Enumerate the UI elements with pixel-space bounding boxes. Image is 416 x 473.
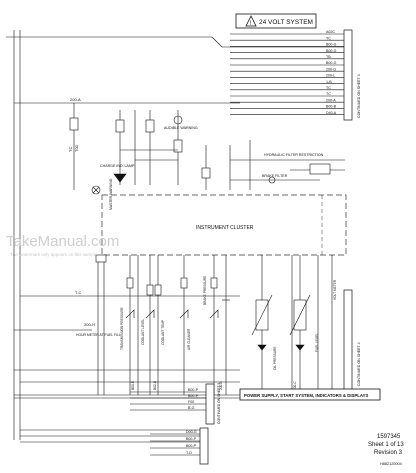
sensor-wire-label-c: 200-B bbox=[219, 381, 223, 390]
wire-label: B00-P bbox=[186, 437, 197, 441]
upper-components bbox=[69, 103, 345, 190]
wire-label-tc: TC bbox=[68, 147, 73, 152]
label-brake-filter: BRAKE FILTER bbox=[262, 174, 288, 178]
wire-label: D40-A bbox=[326, 111, 337, 115]
master-warning-lamp bbox=[91, 185, 101, 195]
continued-sheet-3-top: CONTINUED ON SHEET 3 bbox=[357, 74, 361, 118]
label-hour-meter: HOUR METER AT FUEL FILL bbox=[76, 333, 121, 337]
label-oil-pressure: OIL PRESSURE bbox=[273, 347, 277, 370]
continued-sheet-4: CONTINUED ON SHEET 4 bbox=[357, 342, 361, 386]
continued-sheet-3-bottom: CONTINUED ON SHEET 3 bbox=[217, 383, 221, 424]
wire-label: A02C bbox=[326, 30, 335, 34]
label-air-cleaner: AIR CLEANER bbox=[187, 328, 191, 350]
warning-triangle-icon bbox=[245, 15, 257, 27]
wire-label: B00-G bbox=[326, 61, 337, 65]
wire-label: B00-P bbox=[188, 394, 199, 398]
wire-label: B00-P bbox=[186, 444, 197, 448]
sensor-wire-label-a: B00-E bbox=[131, 381, 135, 390]
wire-label: F00 bbox=[188, 400, 194, 404]
label-coolant-temp: COOLANT TEMP bbox=[161, 320, 165, 345]
sensor-column-wires bbox=[95, 254, 333, 395]
reference-id: H882120004 bbox=[380, 462, 402, 466]
wire-label: TC bbox=[326, 86, 331, 90]
system-title-box: ! 24 VOLT SYSTEM bbox=[235, 13, 317, 29]
wire-label: 200-L bbox=[326, 74, 335, 78]
wire-label-200h: 200-H bbox=[84, 322, 95, 327]
wire-label-t-c: T-C bbox=[75, 290, 82, 295]
instrument-cluster-box bbox=[101, 194, 347, 256]
wire-label: TC bbox=[326, 36, 331, 40]
label-brake-pressure: BRAKE PRESSURE bbox=[203, 276, 207, 305]
sensor-wire-label-b: B02-D bbox=[153, 380, 157, 390]
wire-label: B00-G bbox=[326, 49, 337, 53]
label-transmission-pressure: TRANSMISSION PRESSURE bbox=[120, 307, 124, 350]
connector-bottom bbox=[199, 427, 209, 465]
warning-symbol: ! bbox=[250, 21, 252, 27]
label-master-warning: MASTER WARNING bbox=[109, 178, 113, 210]
connector-right-mid bbox=[343, 289, 353, 391]
watermark-main: TakeManual.com bbox=[6, 233, 119, 250]
section-title: POWER SUPPLY, START SYSTEM, INDICATORS &… bbox=[244, 393, 368, 398]
wire-label: 200-G bbox=[326, 67, 336, 71]
wire-label-t00: T00 bbox=[74, 144, 79, 152]
wire-label: 200-A bbox=[326, 98, 336, 102]
label-charge-lamp: CHARGE IND. LAMP bbox=[100, 164, 135, 168]
label-audible-warning: AUDIBLE WARNING bbox=[164, 126, 198, 130]
watermark-sub: The watermark only appears on this sampl… bbox=[10, 252, 98, 257]
label-instrument-cluster: INSTRUMENT CLUSTER bbox=[196, 225, 254, 231]
section-title-box bbox=[239, 388, 381, 401]
label-fuel-level: FUEL LEVEL bbox=[315, 333, 319, 352]
wire-label: B00-B bbox=[326, 105, 337, 109]
wire-label: B00-G bbox=[326, 43, 337, 47]
system-title: 24 VOLT SYSTEM bbox=[259, 19, 313, 26]
bottom-wire-list: D00-G B00-P B00-P T-D bbox=[150, 430, 200, 456]
wire-label: D00-G bbox=[186, 430, 197, 434]
wire-label: B-G bbox=[188, 406, 195, 410]
connector-top-right bbox=[6, 29, 353, 121]
revision: Revision 3 bbox=[374, 450, 403, 456]
wire-label: 1-B bbox=[326, 80, 332, 84]
connector-bottom-mid bbox=[205, 383, 215, 425]
sheet-number: Sheet 1 of 13 bbox=[368, 442, 404, 448]
wire-label: TC bbox=[326, 92, 331, 96]
label-hydraulic-filter: HYDRAULIC FILTER RESTRICTION bbox=[264, 153, 324, 157]
label-coolant-level: COOLANT LEVEL bbox=[141, 319, 145, 345]
wire-label: B00-P bbox=[188, 388, 199, 392]
wire-label-200a: 200-A bbox=[70, 97, 81, 102]
drawing-number: 1597345 bbox=[377, 434, 401, 440]
sensor-wire-label-d: 200-C bbox=[293, 381, 297, 390]
top-wire-list: A02C TC B00-G B00-G TB B00-G 200-G 200-L 1-B TC TC… bbox=[230, 30, 344, 115]
wire-label: T-D bbox=[186, 451, 192, 455]
wire-label: TB bbox=[326, 55, 331, 59]
label-voltmeter: VOLT METER bbox=[333, 279, 337, 300]
